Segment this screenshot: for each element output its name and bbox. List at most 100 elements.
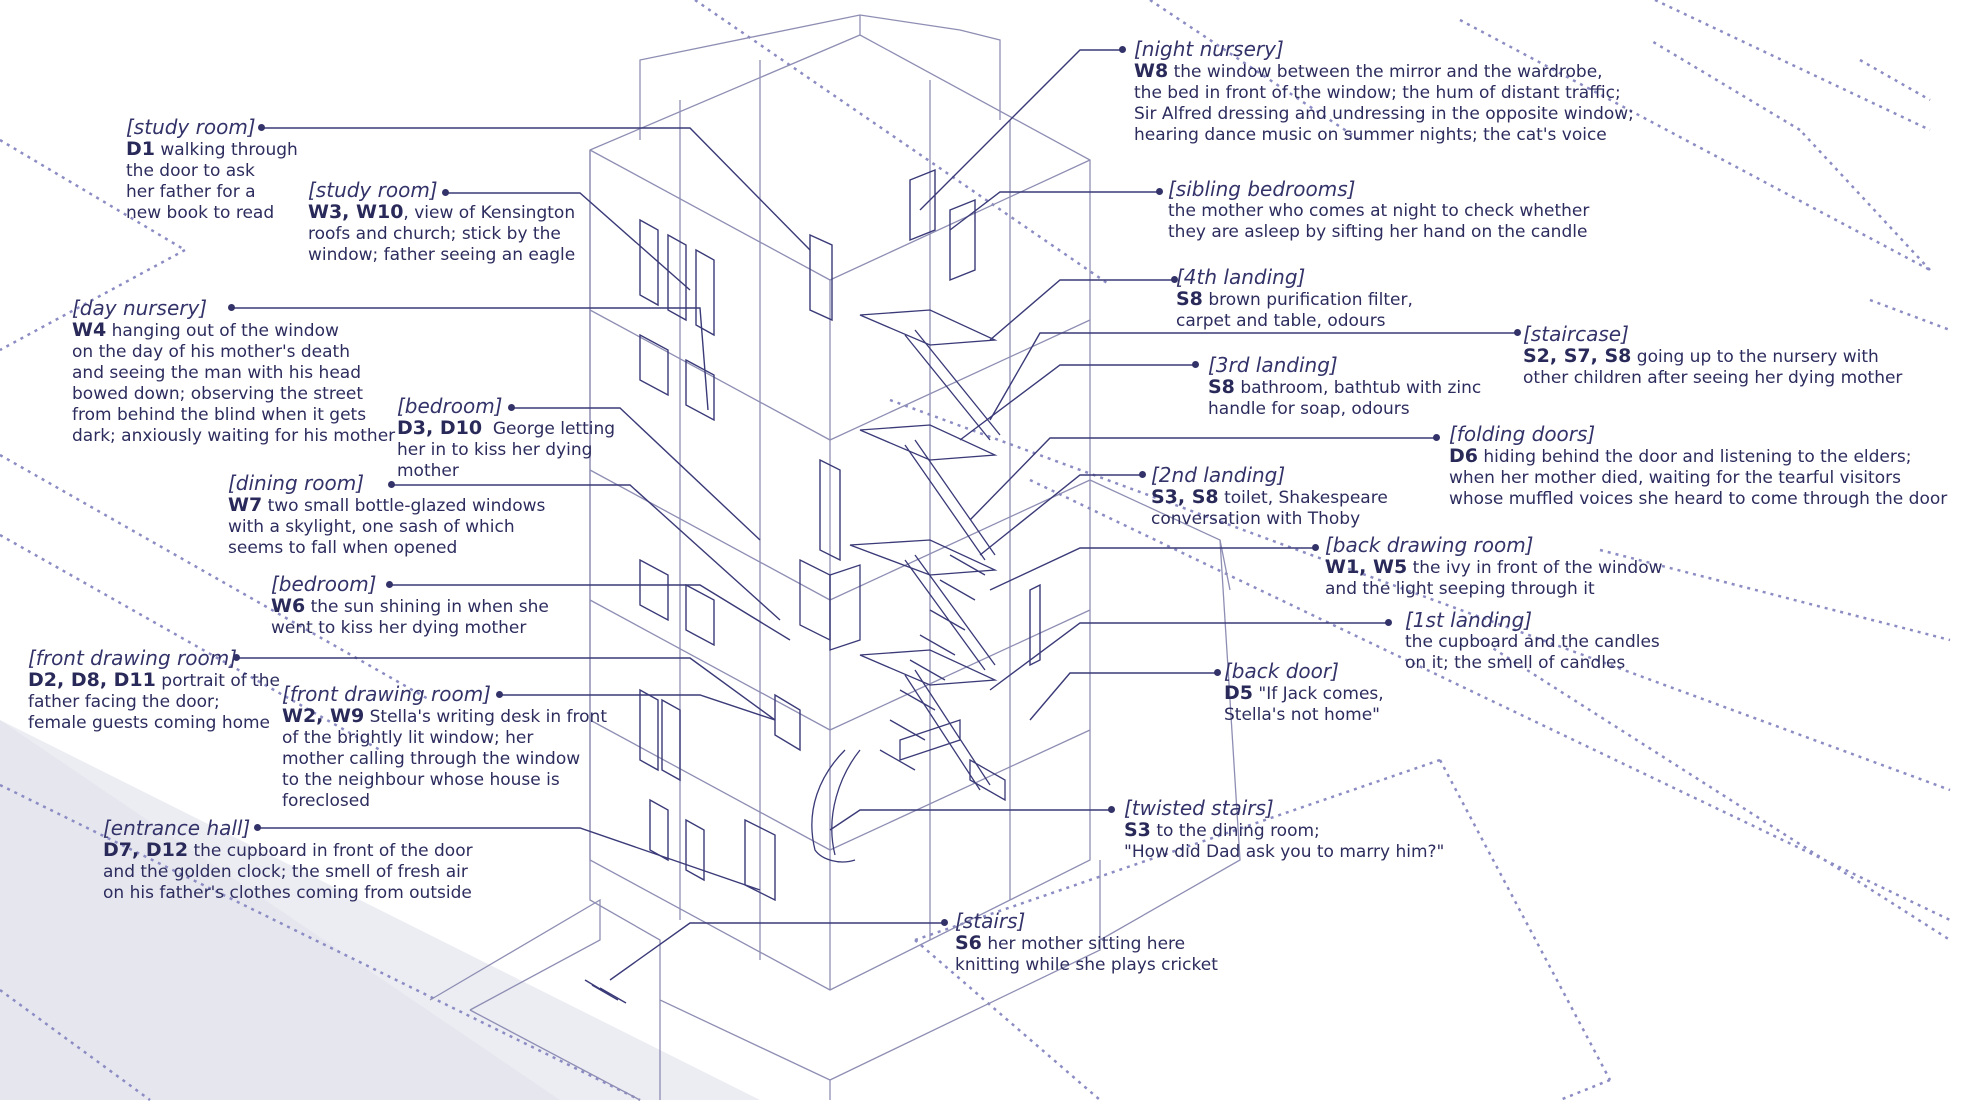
annotation-codes: D1 — [126, 138, 155, 160]
annotation-line: Stella's writing desk in front — [369, 707, 607, 727]
leader-dot — [254, 824, 261, 831]
annotation-line: carpet and table, odours — [1176, 311, 1386, 331]
leader-dot — [1139, 471, 1146, 478]
annotation-entrance-hall: [entrance hall] D7, D12 the cupboard in … — [103, 817, 473, 904]
annotation-title: [entrance hall] — [103, 816, 251, 840]
annotation-line: they are asleep by sifting her hand on t… — [1168, 222, 1588, 242]
leader-dot — [442, 189, 449, 196]
annotation-line: bowed down; observing the street — [72, 384, 364, 404]
annotation-line: and the light seeping through it — [1325, 579, 1595, 599]
annotation-codes: W3, W10 — [308, 201, 404, 223]
leader-dot — [233, 654, 240, 661]
annotation-line: other children after seeing her dying mo… — [1523, 368, 1903, 388]
annotation-line: new book to read — [126, 203, 275, 223]
leader-dot — [1214, 669, 1221, 676]
annotation-title: [sibling bedrooms] — [1168, 177, 1356, 201]
annotation-study-room-d1: [study room] D1 walking through the door… — [126, 116, 298, 224]
annotation-line: her mother sitting here — [987, 934, 1186, 954]
annotation-line: , view of Kensington — [403, 203, 576, 223]
leader-dot — [258, 124, 265, 131]
annotation-front-drawing-room-w2: [front drawing room] W2, W9 Stella's wri… — [282, 683, 607, 812]
leader-dot — [1108, 806, 1115, 813]
annotation-line: roofs and church; stick by the — [308, 224, 561, 244]
annotation-front-drawing-room-d2: [front drawing room] D2, D8, D11 portrai… — [28, 647, 280, 734]
annotation-title: [1st landing] — [1405, 608, 1533, 632]
annotation-day-nursery: [day nursery] W4 hanging out of the wind… — [72, 297, 395, 447]
annotation-title: [front drawing room] — [28, 646, 237, 670]
annotation-line: "How did Dad ask you to marry him?" — [1124, 842, 1445, 862]
annotation-line: "If Jack comes, — [1258, 684, 1384, 704]
annotation-line: knitting while she plays cricket — [955, 955, 1218, 975]
leader-dot — [1433, 434, 1440, 441]
annotation-twisted-stairs: [twisted stairs] S3 to the dining room; … — [1124, 797, 1444, 863]
leader-dot — [941, 919, 948, 926]
annotation-title: [dining room] — [228, 471, 364, 495]
annotation-line: conversation with Thoby — [1151, 509, 1361, 529]
annotation-codes: W7 — [228, 494, 263, 516]
building-wireframe — [429, 14, 1241, 1101]
annotation-fourth-landing: [4th landing] S8 brown purification filt… — [1176, 266, 1413, 332]
annotation-line: going up to the nursery with — [1636, 347, 1879, 367]
annotation-title: [study room] — [126, 115, 256, 139]
annotation-line: Stella's not home" — [1224, 705, 1380, 725]
annotation-title: [night nursery] — [1134, 37, 1284, 61]
annotation-line: brown purification filter, — [1208, 290, 1413, 310]
annotation-line: of the brightly lit window; her — [282, 728, 534, 748]
annotation-title: [bedroom] — [271, 572, 377, 596]
annotation-line: handle for soap, odours — [1208, 399, 1410, 419]
annotation-title: [twisted stairs] — [1124, 796, 1274, 820]
annotation-title: [stairs] — [955, 909, 1026, 933]
annotation-bedroom-d3: [bedroom] D3, D10 George letting her in … — [397, 395, 615, 482]
staircase-drawing — [799, 309, 1006, 863]
annotation-line: the door to ask — [126, 161, 255, 181]
annotation-line: the sun shining in when she — [310, 597, 549, 617]
annotation-title: [study room] — [308, 178, 438, 202]
annotation-title: [day nursery] — [72, 296, 208, 320]
leader-dot — [386, 581, 393, 588]
annotation-line: went to kiss her dying mother — [271, 618, 527, 638]
annotation-staircase: [staircase] S2, S7, S8 going up to the n… — [1523, 323, 1902, 389]
leader-dot — [496, 691, 503, 698]
leader-dot — [1156, 188, 1163, 195]
annotation-line: hanging out of the window — [111, 321, 339, 341]
leader-dot — [508, 404, 515, 411]
annotation-line: mother — [397, 461, 459, 481]
leader-lines — [232, 49, 1518, 981]
annotation-study-room-w3: [study room] W3, W10, view of Kensington… — [308, 179, 575, 266]
annotation-line: seems to fall when opened — [228, 538, 458, 558]
annotation-codes: D3, D10 — [397, 417, 483, 439]
leader-dot — [1119, 46, 1126, 53]
doorstep-steps — [584, 979, 627, 1004]
annotation-line: bathroom, bathtub with zinc — [1240, 378, 1482, 398]
annotation-codes: D2, D8, D11 — [28, 669, 156, 691]
annotation-codes: D7, D12 — [103, 839, 189, 861]
annotation-line: the window between the mirror and the wa… — [1173, 62, 1603, 82]
annotation-codes: S8 — [1208, 376, 1235, 398]
annotation-codes: W2, W9 — [282, 705, 365, 727]
annotation-line: toilet, Shakespeare — [1224, 488, 1388, 508]
annotation-title: [back door] — [1224, 659, 1339, 683]
annotation-sibling-bedrooms: [sibling bedrooms] the mother who comes … — [1168, 178, 1589, 243]
annotation-codes: S3, S8 — [1151, 486, 1219, 508]
annotation-codes: D5 — [1224, 682, 1253, 704]
annotation-line: portrait of the — [161, 671, 281, 691]
annotation-line: the cupboard in front of the door — [193, 841, 473, 861]
annotation-codes: S2, S7, S8 — [1523, 345, 1632, 367]
annotation-line: hiding behind the door and listening to … — [1483, 447, 1912, 467]
annotation-title: [folding doors] — [1449, 422, 1596, 446]
annotation-title: [2nd landing] — [1151, 463, 1286, 487]
annotation-line: the ivy in front of the window — [1412, 558, 1663, 578]
annotation-line: from behind the blind when it gets — [72, 405, 367, 425]
annotation-line: and seeing the man with his head — [72, 363, 361, 383]
annotation-stairs: [stairs] S6 her mother sitting here knit… — [955, 910, 1218, 976]
annotation-codes: S6 — [955, 932, 982, 954]
annotation-line: the mother who comes at night to check w… — [1168, 201, 1590, 221]
leader-dot — [1192, 361, 1199, 368]
street-ground-lower — [0, 720, 560, 1100]
annotation-line: window; father seeing an eagle — [308, 245, 576, 265]
leader-dot — [1171, 276, 1178, 283]
annotation-third-landing: [3rd landing] S8 bathroom, bathtub with … — [1208, 354, 1481, 420]
